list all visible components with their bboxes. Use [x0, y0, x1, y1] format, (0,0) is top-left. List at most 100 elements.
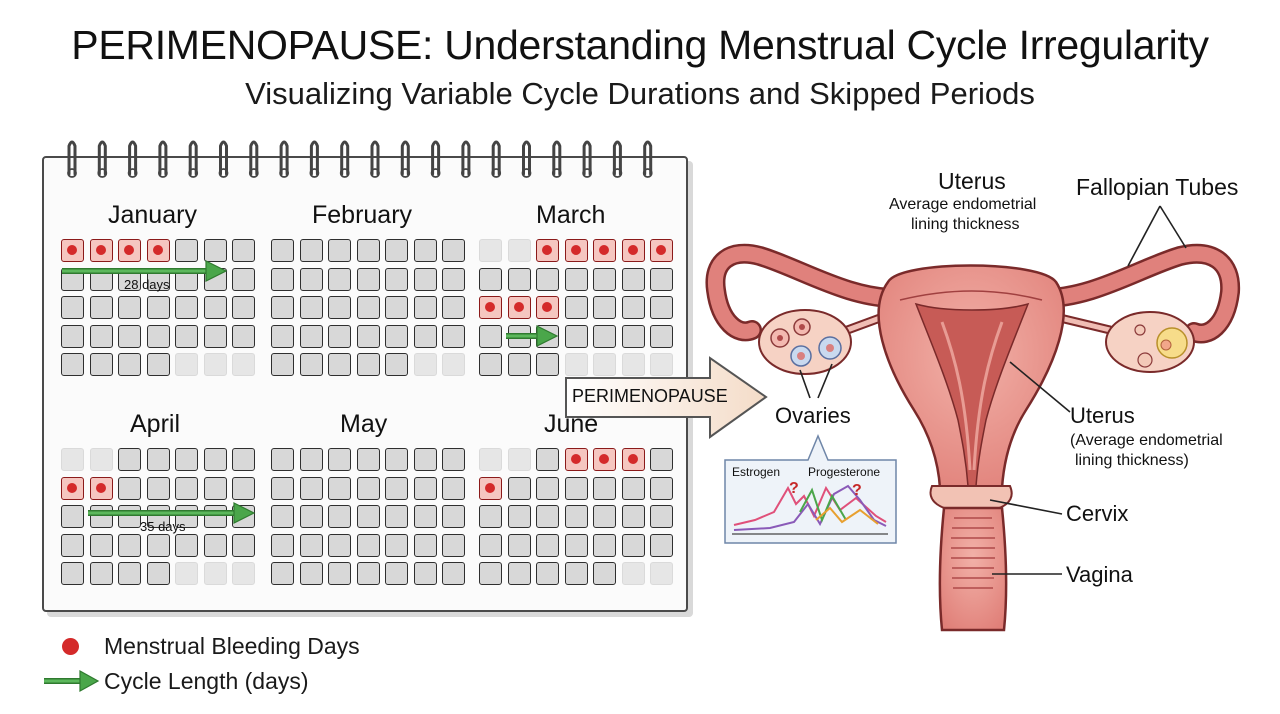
- day-cell-april: [232, 448, 255, 471]
- day-cell-march: [593, 324, 616, 348]
- day-cell-april: [175, 562, 198, 585]
- day-cell-january: [61, 296, 84, 319]
- day-cell-may: [328, 505, 351, 528]
- day-cell-june: [593, 476, 616, 500]
- day-cell-april: [61, 448, 84, 471]
- day-cell-february: [299, 296, 323, 319]
- month-name-june: June: [544, 410, 599, 438]
- day-cell-january: [118, 324, 141, 348]
- day-cell-march: [507, 324, 531, 348]
- day-cell-january: [118, 239, 141, 262]
- day-cell-may: [356, 533, 380, 557]
- day-cell-may: [271, 533, 294, 557]
- day-cell-june: [564, 533, 588, 557]
- day-cell-january: [89, 267, 113, 291]
- ovaries-label: Ovaries: [775, 403, 851, 428]
- day-cell-june: [479, 505, 502, 528]
- day-cell-january: [175, 353, 198, 376]
- day-cell-june: [564, 562, 588, 585]
- day-cell-june: [650, 533, 673, 557]
- day-cell-june: [479, 533, 502, 557]
- day-cell-january: [203, 324, 227, 348]
- day-cell-april: [175, 533, 198, 557]
- day-cell-june: [564, 505, 588, 528]
- day-cell-april: [203, 533, 227, 557]
- hormone-line-green: [799, 487, 847, 523]
- day-cell-may: [413, 448, 437, 471]
- day-cell-february: [328, 353, 351, 376]
- day-cell-april: [203, 505, 227, 528]
- progesterone-label: Progesterone: [808, 465, 881, 479]
- day-cell-january: [89, 353, 113, 376]
- day-cell-may: [442, 476, 465, 500]
- day-cell-may: [356, 505, 380, 528]
- day-cell-february: [271, 239, 294, 262]
- vagina-label: Vagina: [1066, 562, 1133, 587]
- day-cell-march: [621, 267, 645, 291]
- day-cell-march: [650, 324, 673, 348]
- day-cell-april: [61, 562, 84, 585]
- day-cell-january: [146, 353, 170, 376]
- day-cell-january: [175, 296, 198, 319]
- day-cell-march: [479, 267, 502, 291]
- day-cell-may: [271, 476, 294, 500]
- day-cell-may: [299, 533, 323, 557]
- day-cell-january: [203, 353, 227, 376]
- day-cell-january: [61, 239, 84, 262]
- day-cell-february: [413, 267, 437, 291]
- day-cell-may: [385, 476, 408, 500]
- day-cell-march: [593, 239, 616, 262]
- day-cell-june: [650, 476, 673, 500]
- fallopian-tube-left: [705, 243, 910, 342]
- day-cell-february: [385, 267, 408, 291]
- day-cell-january: [118, 353, 141, 376]
- day-cell-june: [621, 505, 645, 528]
- day-cell-april: [175, 476, 198, 500]
- day-cell-june: [621, 562, 645, 585]
- day-cell-june: [536, 505, 559, 528]
- day-cell-april: [232, 505, 255, 528]
- day-cell-january: [232, 296, 255, 319]
- day-cell-march: [650, 353, 673, 376]
- uterus-side-label: Uterus: [1070, 403, 1135, 428]
- day-cell-february: [299, 239, 323, 262]
- day-cell-january: [89, 239, 113, 262]
- day-cell-march: [507, 239, 531, 262]
- day-cell-january: [232, 267, 255, 291]
- day-cell-january: [175, 267, 198, 291]
- question-mark-1: ?: [789, 480, 799, 497]
- day-cell-january: [232, 353, 255, 376]
- day-cell-february: [299, 324, 323, 348]
- day-cell-june: [507, 505, 531, 528]
- day-cell-january: [175, 324, 198, 348]
- day-cell-february: [328, 267, 351, 291]
- day-cell-may: [413, 476, 437, 500]
- day-cell-june: [536, 448, 559, 471]
- day-cell-april: [89, 505, 113, 528]
- day-cell-january: [232, 239, 255, 262]
- day-cell-march: [564, 267, 588, 291]
- day-cell-may: [356, 476, 380, 500]
- day-cell-may: [299, 476, 323, 500]
- day-cell-may: [356, 448, 380, 471]
- legend-bleeding-label: Menstrual Bleeding Days: [104, 633, 360, 659]
- legend-cycle-label: Cycle Length (days): [104, 668, 309, 694]
- day-cell-january: [203, 296, 227, 319]
- day-cell-february: [299, 353, 323, 376]
- perimenopause-label: PERIMENOPAUSE: [572, 386, 728, 406]
- day-cell-may: [328, 476, 351, 500]
- day-cell-may: [299, 562, 323, 585]
- cervix: [929, 485, 1013, 514]
- day-cell-january: [89, 324, 113, 348]
- day-cell-april: [232, 533, 255, 557]
- day-cell-february: [413, 353, 437, 376]
- day-cell-february: [442, 353, 465, 376]
- day-cell-march: [593, 353, 616, 376]
- day-cell-february: [356, 267, 380, 291]
- hormone-line-orange: [815, 506, 879, 525]
- day-cell-june: [621, 533, 645, 557]
- day-cell-june: [564, 476, 588, 500]
- uterus-top-sub1: Average endometrial: [889, 196, 1037, 213]
- day-cell-january: [89, 296, 113, 319]
- day-cell-february: [271, 296, 294, 319]
